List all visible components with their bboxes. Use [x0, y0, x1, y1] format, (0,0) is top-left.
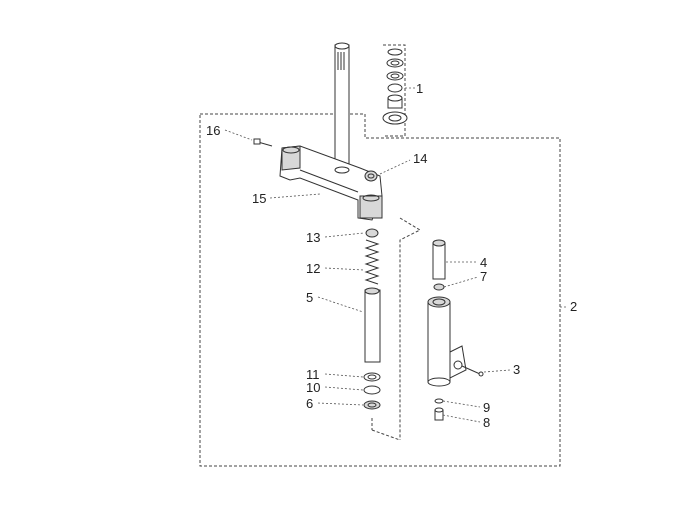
spring-12 — [364, 239, 380, 285]
callout-13: 13 — [306, 230, 320, 245]
assembly-2-boundary — [199, 113, 561, 467]
callout-10: 10 — [306, 380, 320, 395]
nut-14 — [364, 170, 378, 182]
callout-7: 7 — [480, 269, 487, 284]
bolt-16 — [253, 138, 273, 147]
callout-16: 16 — [206, 123, 220, 138]
callout-15: 15 — [252, 191, 266, 206]
lower-fork-leg — [427, 296, 467, 387]
seal-11 — [363, 372, 381, 382]
assembly-1-bracket — [383, 44, 406, 137]
callout-3: 3 — [513, 362, 520, 377]
cap-13 — [365, 228, 379, 238]
fork-tube-5 — [364, 287, 381, 363]
screw-3 — [461, 365, 484, 377]
oring-7 — [433, 283, 445, 291]
washer-10 — [363, 385, 381, 395]
steering-stem — [334, 42, 350, 171]
callout-4: 4 — [480, 255, 487, 270]
leader-lines — [224, 87, 568, 423]
seal-6 — [363, 400, 381, 410]
axis-right-guide — [399, 217, 422, 440]
callout-12: 12 — [306, 261, 320, 276]
fork-bridge — [279, 145, 383, 221]
damper-rod-4 — [432, 239, 446, 280]
callout-9: 9 — [483, 400, 490, 415]
bearing-set — [382, 48, 408, 125]
callout-8: 8 — [483, 415, 490, 430]
callout-11: 11 — [306, 367, 320, 382]
callout-6: 6 — [306, 396, 313, 411]
callout-14: 14 — [413, 151, 427, 166]
callout-2: 2 — [570, 299, 577, 314]
callout-1: 1 — [416, 81, 423, 96]
axis-bottom-guide — [371, 429, 401, 441]
bolt-8 — [434, 407, 444, 421]
washer-9 — [434, 398, 444, 404]
callout-5: 5 — [306, 290, 313, 305]
